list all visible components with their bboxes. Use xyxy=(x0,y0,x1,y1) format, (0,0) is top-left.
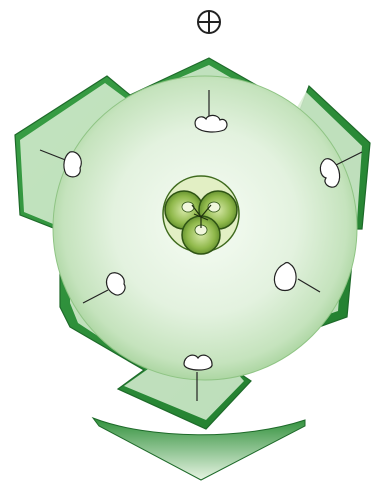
subtending-bract xyxy=(93,418,305,480)
ovule xyxy=(182,202,194,212)
orientation-axis-icon xyxy=(198,11,220,33)
